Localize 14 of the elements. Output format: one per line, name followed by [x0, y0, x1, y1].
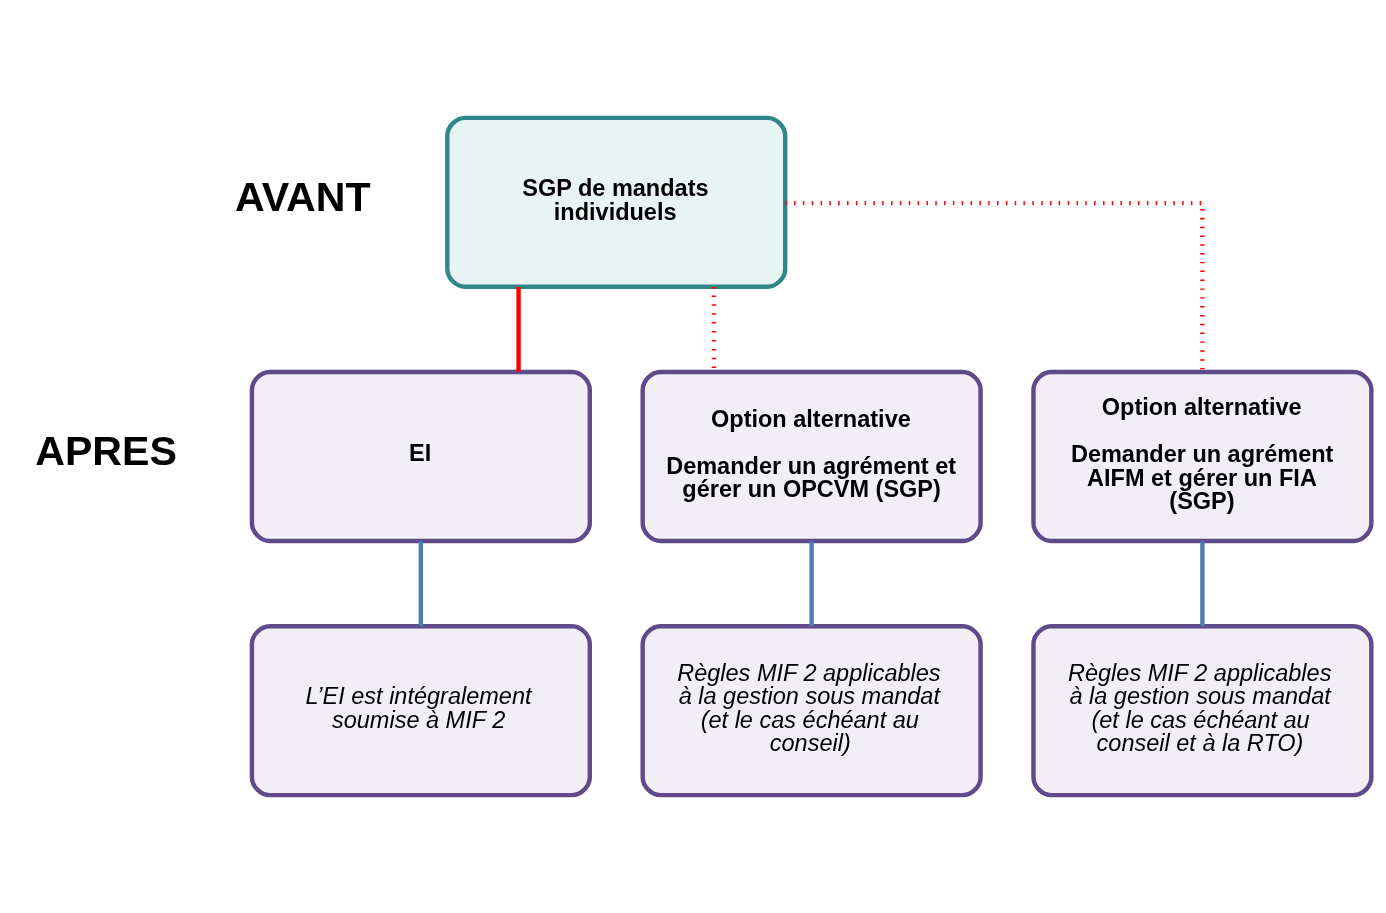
connector	[785, 200, 1205, 372]
node-box: Option alternative Demander un agrément AIFM et gérer un FIA (SGP)	[1031, 369, 1374, 544]
node-box: Option alternative Demander un agrément et gérer un OPCVM (SGP)	[640, 369, 983, 544]
label: AVANT	[235, 174, 371, 221]
label: APRES	[35, 428, 177, 475]
node-box: Règles MIF 2 applicables à la gestion sous mandat (et le cas échéant au conseil et à la RTO)	[1031, 623, 1374, 798]
node-box: L’EI est intégralement soumise à MIF 2	[249, 623, 592, 798]
connector	[1200, 541, 1205, 626]
node-box: Règles MIF 2 applicables à la gestion sous mandat (et le cas échéant au conseil)	[640, 623, 983, 798]
connector	[418, 541, 424, 626]
node-box: SGP de mandats individuels	[445, 115, 788, 290]
connector	[516, 287, 521, 372]
node-box: EI	[249, 369, 592, 544]
connector	[809, 541, 814, 626]
